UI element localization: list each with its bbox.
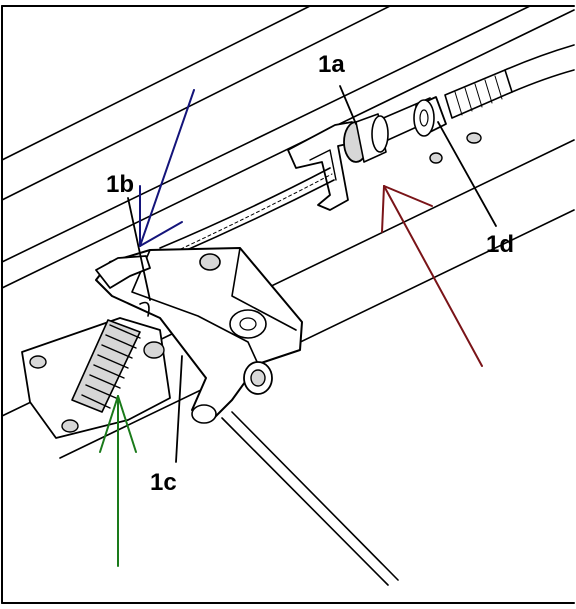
front-cable <box>159 167 335 261</box>
adjuster-rod <box>359 44 575 151</box>
green-arrow-annotation <box>99 395 137 567</box>
red-arrow-annotation <box>381 185 483 367</box>
rear-cable <box>221 411 399 586</box>
lock-nut-1d <box>413 96 447 137</box>
callout-leaders <box>127 85 497 463</box>
adjuster-nut-1a <box>343 113 389 163</box>
body-holes <box>429 132 482 164</box>
callout-1d: 1d <box>486 231 514 258</box>
pivot-bolt <box>191 361 273 424</box>
blue-arrow-annotation <box>139 89 195 247</box>
callout-1a: 1a <box>318 51 345 78</box>
callout-1c: 1c <box>150 469 177 496</box>
image-frame <box>1 5 575 604</box>
callout-1b: 1b <box>106 171 134 198</box>
cable-hook <box>95 255 151 289</box>
return-spring <box>71 301 150 413</box>
